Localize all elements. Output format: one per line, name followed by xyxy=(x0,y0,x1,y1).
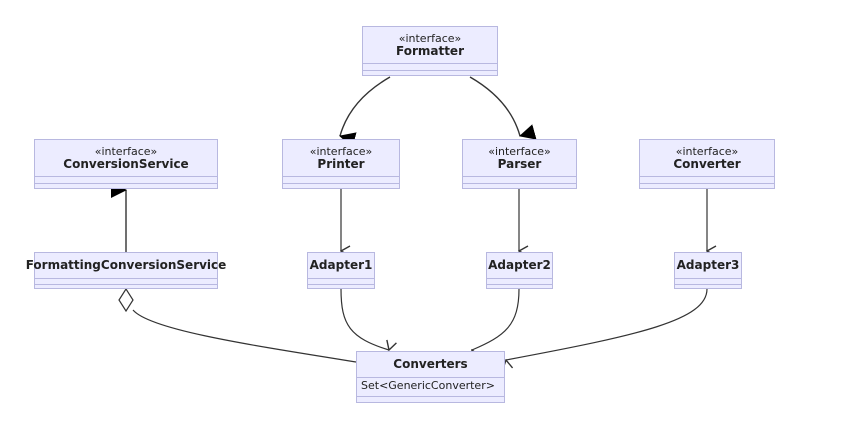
parser-stereotype: «interface» xyxy=(488,145,551,158)
node-parser[interactable]: «interface» Parser xyxy=(462,139,577,189)
adapter2-name: Adapter2 xyxy=(488,258,551,272)
edge-adapter1-converters xyxy=(340,288,389,350)
edge-formatter-printer xyxy=(339,76,391,148)
edge-formattingconversionservice-converters xyxy=(132,309,357,363)
node-converter[interactable]: «interface» Converter xyxy=(639,139,775,189)
edge-adapter3-converters xyxy=(506,288,708,360)
node-adapter3[interactable]: Adapter3 xyxy=(674,252,742,289)
node-printer[interactable]: «interface» Printer xyxy=(282,139,400,189)
converters-member: Set<GenericConverter> xyxy=(361,379,495,392)
edge-formatter-parser xyxy=(469,76,537,140)
converters-name: Converters xyxy=(393,357,468,371)
conversion-service-stereotype: «interface» xyxy=(94,145,158,158)
formatter-stereotype: «interface» xyxy=(398,32,462,45)
node-formatting-conversion-service[interactable]: FormattingConversionService xyxy=(26,252,226,289)
printer-stereotype: «interface» xyxy=(309,145,373,158)
node-converters[interactable]: Converters Set<GenericConverter> xyxy=(356,351,505,403)
node-formatter[interactable]: «interface» Formatter xyxy=(362,26,498,76)
node-adapter2[interactable]: Adapter2 xyxy=(486,252,553,289)
conversion-service-name: ConversionService xyxy=(63,157,189,171)
converter-name: Converter xyxy=(673,157,741,171)
adapter3-name: Adapter3 xyxy=(676,258,740,272)
formatting-conversion-service-name: FormattingConversionService xyxy=(25,258,227,272)
aggregation-diamond xyxy=(118,287,134,313)
formatter-name: Formatter xyxy=(395,44,464,58)
adapter1-name: Adapter1 xyxy=(309,258,373,272)
parser-name: Parser xyxy=(497,157,542,171)
printer-name: Printer xyxy=(317,157,365,171)
node-adapter1[interactable]: Adapter1 xyxy=(307,252,375,289)
node-conversion-service[interactable]: «interface» ConversionService xyxy=(34,139,218,189)
converter-stereotype: «interface» xyxy=(675,145,739,158)
edge-adapter2-converters xyxy=(472,288,520,350)
